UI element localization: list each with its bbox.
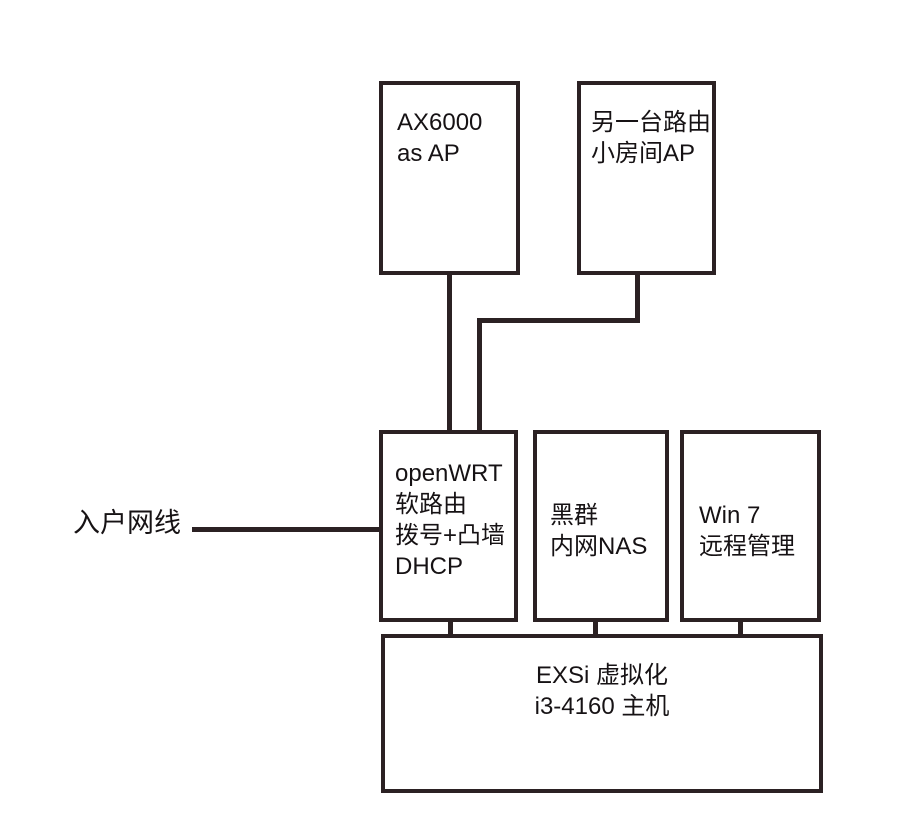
node-openwrt-line1: openWRT <box>395 460 503 487</box>
node-openwrt-router: openWRT 软路由 拨号+凸墙 DHCP <box>379 430 518 622</box>
node-nas: 黑群 内网NAS <box>533 430 669 622</box>
wan-label: 入户网线 <box>73 508 181 538</box>
node-exsi-line2: i3-4160 主机 <box>534 693 670 720</box>
connector-win7-to-exsi <box>738 620 743 636</box>
node-ax6000-line1: AX6000 <box>397 109 483 136</box>
node-ax6000-line2: as AP <box>397 140 460 167</box>
node-router2-line1: 另一台路由 <box>591 109 711 136</box>
node-ax6000-ap: AX6000 as AP <box>379 81 520 275</box>
node-router2-line2: 小房间AP <box>591 140 696 167</box>
connector-wan-line <box>192 527 381 532</box>
connector-router2-drop <box>635 272 640 323</box>
connector-router2-horizontal <box>477 318 640 323</box>
node-nas-line2: 内网NAS <box>550 533 648 560</box>
node-win7: Win 7 远程管理 <box>680 430 821 622</box>
node-openwrt-line4: DHCP <box>395 553 464 580</box>
node-openwrt-line2: 软路由 <box>395 491 467 518</box>
node-exsi-host: EXSi 虚拟化 i3-4160 主机 <box>381 634 823 793</box>
node-win7-line2: 远程管理 <box>699 533 795 560</box>
node-openwrt-line3: 拨号+凸墙 <box>395 522 506 549</box>
node-second-router-ap: 另一台路由 小房间AP <box>577 81 716 275</box>
connector-nas-to-exsi <box>593 620 598 636</box>
node-exsi-line1: EXSi 虚拟化 <box>535 662 669 689</box>
connector-router2-to-openwrt <box>477 318 482 432</box>
node-nas-line1: 黑群 <box>550 502 598 529</box>
node-win7-line1: Win 7 <box>699 502 761 529</box>
connector-openwrt-to-exsi <box>448 620 453 636</box>
connector-ax6000-to-openwrt <box>447 272 452 432</box>
